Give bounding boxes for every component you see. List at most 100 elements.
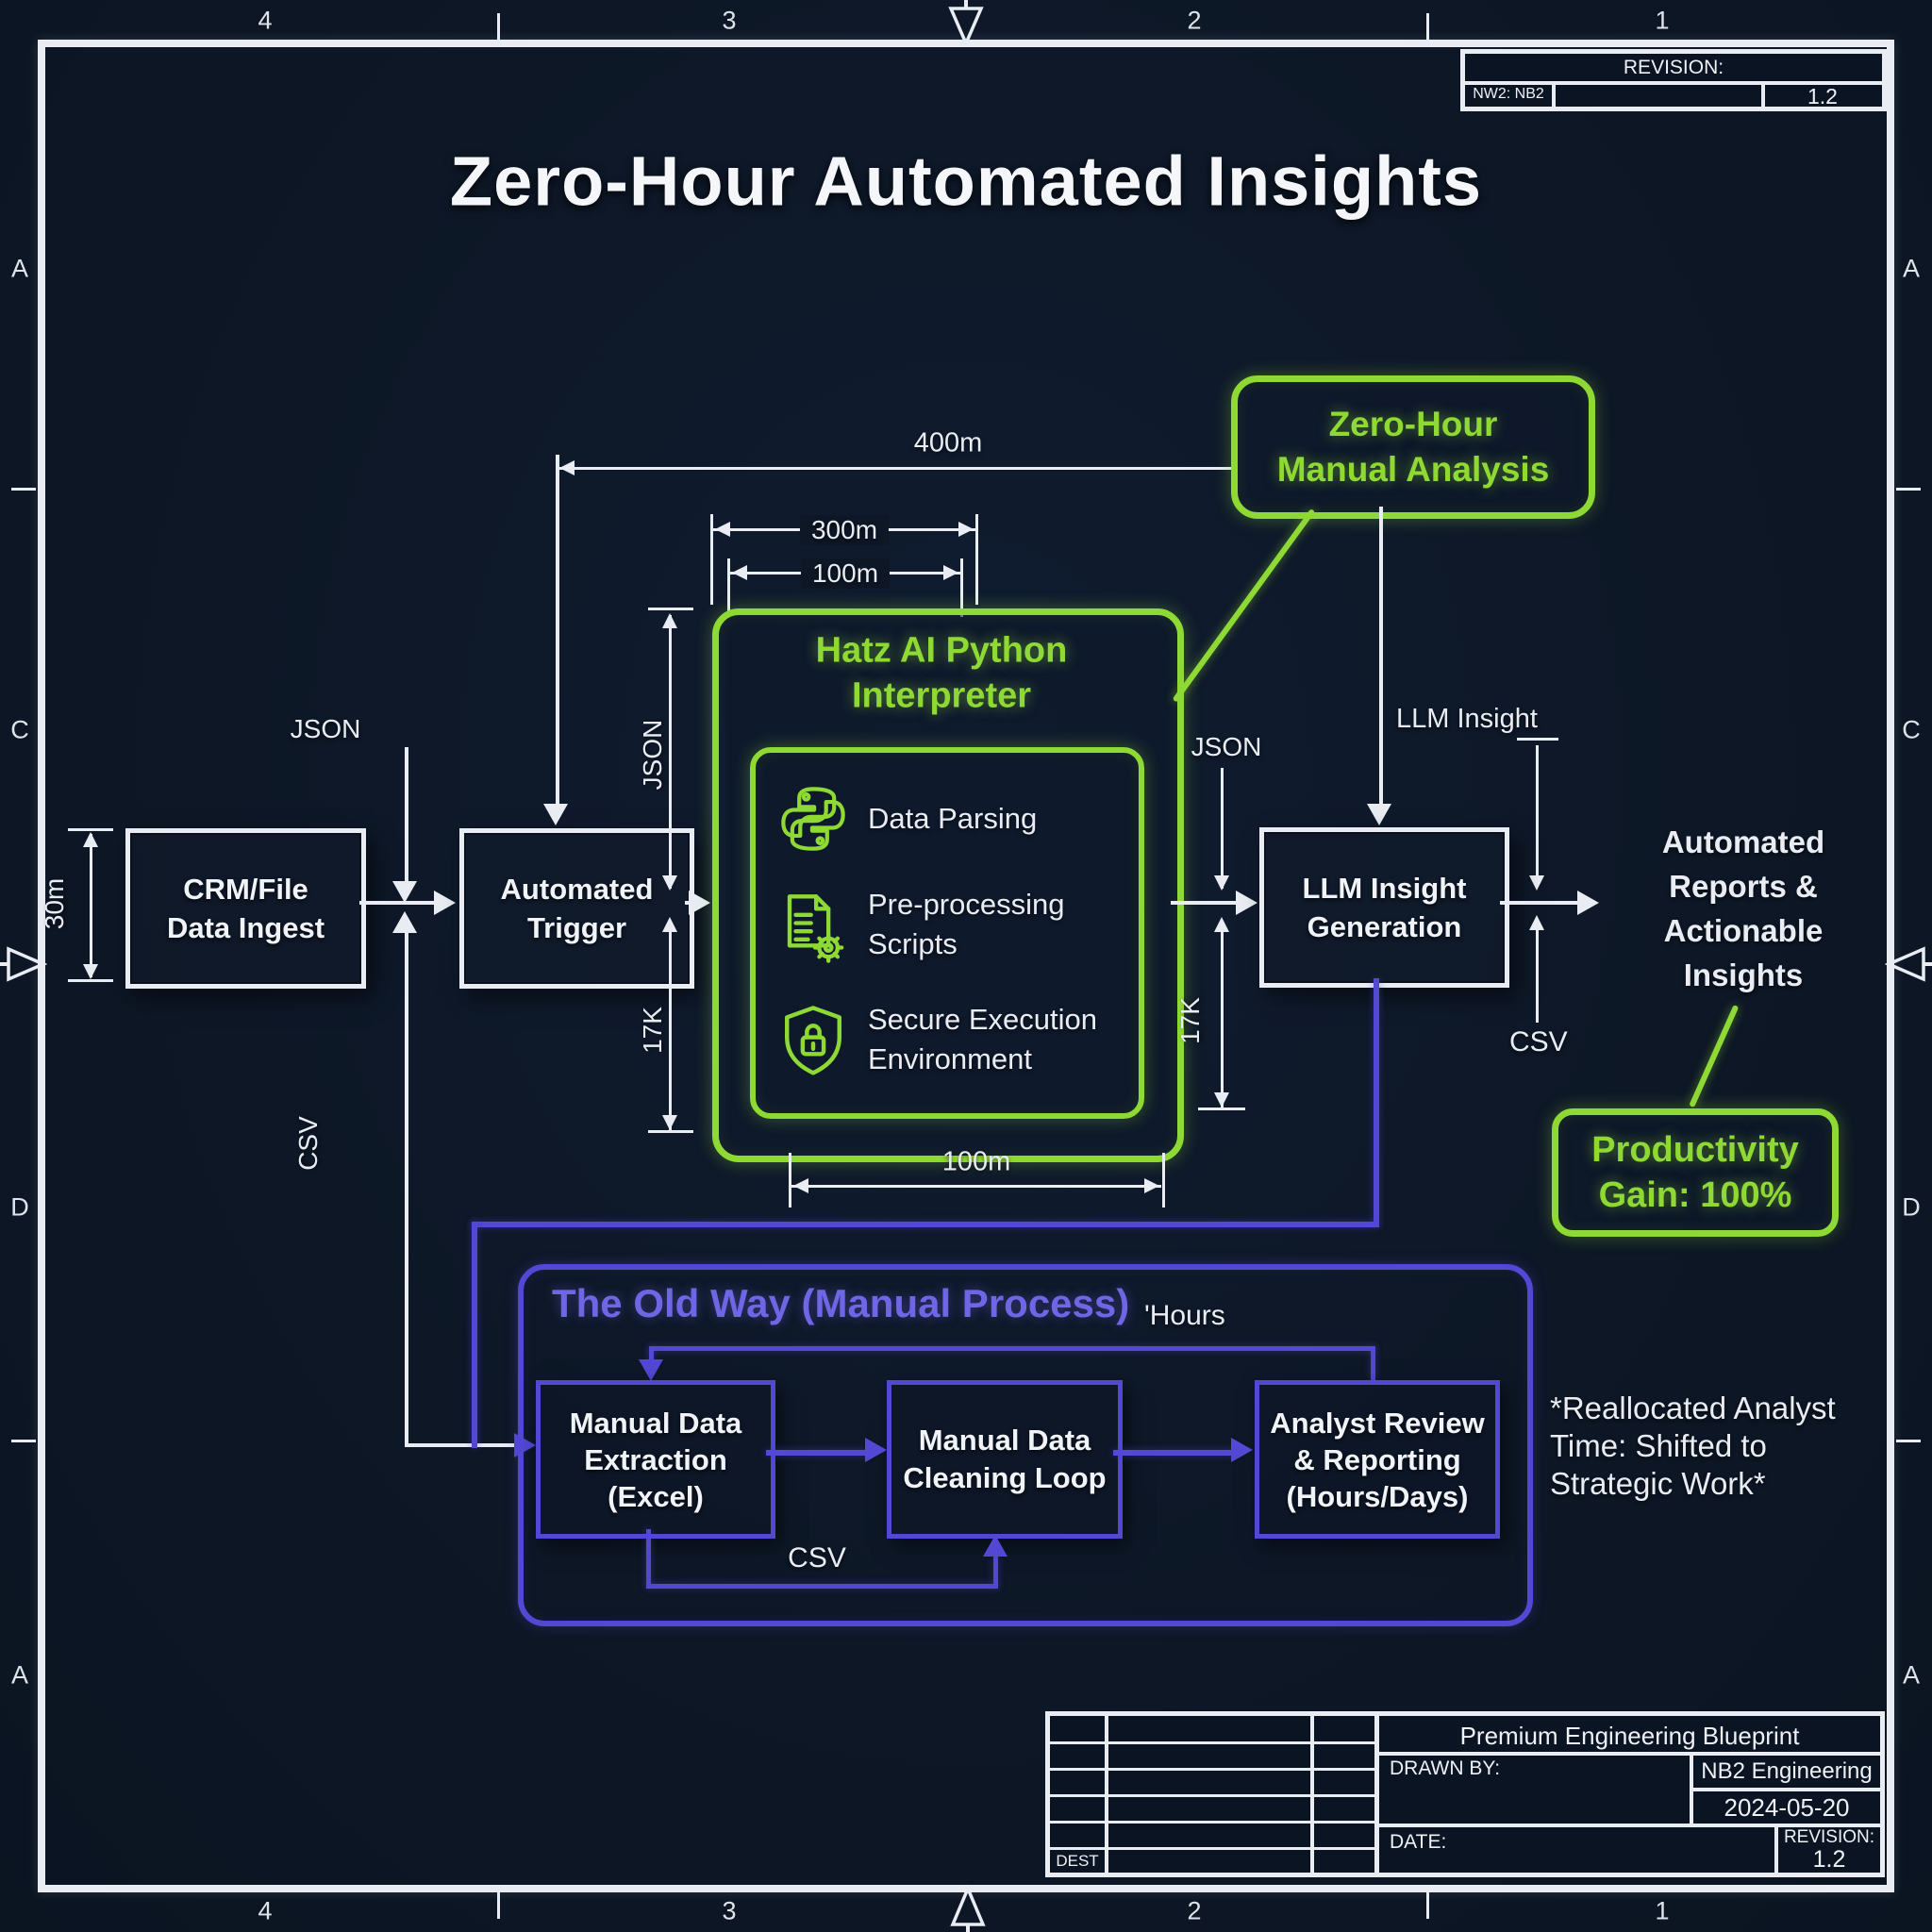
json-trigger-label: JSON: [638, 719, 667, 791]
productivity-line: Gain: 100%: [1598, 1175, 1792, 1215]
zone-letter-left: A: [10, 254, 29, 283]
zone-tick: [1426, 13, 1429, 40]
zone-tick: [1896, 488, 1921, 491]
productivity-gain-callout: Productivity Gain: 100%: [1552, 1108, 1839, 1237]
zone-letter-left: A: [10, 1660, 29, 1690]
zone-number-bottom: 1: [1655, 1896, 1670, 1925]
hours-label: 'Hours: [1144, 1300, 1225, 1331]
feature-label: Pre-processing Scripts: [868, 888, 1065, 960]
arrowhead-purple: [1231, 1438, 1253, 1462]
dest-label: DEST: [1056, 1852, 1099, 1870]
left-center-marker-icon: [0, 946, 48, 982]
oldway-box-line: Manual Data: [918, 1424, 1091, 1457]
top-center-marker-icon: [948, 0, 984, 48]
crm-data-ingest-box: CRM/File Data Ingest: [125, 828, 366, 989]
oldway-box-line: Extraction: [584, 1442, 727, 1476]
csv-loop-label: CSV: [788, 1542, 846, 1574]
zone-number-bottom: 3: [722, 1896, 737, 1925]
reports-line: Automated: [1661, 824, 1825, 859]
reports-line: Reports &: [1669, 869, 1818, 904]
trigger-line: Trigger: [526, 911, 627, 944]
note-line: *Reallocated Analyst: [1550, 1391, 1836, 1425]
old-way-container: [518, 1264, 1533, 1626]
zero-hour-line: Manual Analysis: [1276, 450, 1550, 489]
zone-number-bottom: 4: [258, 1896, 273, 1925]
arrowhead: [689, 891, 710, 915]
feature-label: Secure Execution Environment: [868, 1003, 1097, 1075]
revision-value: 1.2: [1807, 84, 1838, 108]
zone-number-top: 3: [722, 6, 737, 35]
csv-out-label: CSV: [1509, 1026, 1568, 1058]
note-line: Strategic Work*: [1550, 1466, 1766, 1501]
zone-letter-right: D: [1902, 1192, 1921, 1222]
k17-right-label: 17K: [1175, 997, 1205, 1044]
arrowhead: [1367, 804, 1391, 825]
oldway-box-line: Analyst Review: [1270, 1406, 1485, 1440]
connector-llm-reports: [1500, 901, 1579, 905]
dim-30m-label: 30m: [40, 877, 69, 930]
productivity-line: Productivity: [1591, 1130, 1799, 1170]
note-line: Time: Shifted to: [1550, 1428, 1767, 1463]
oldway-box-line: & Reporting: [1293, 1442, 1461, 1476]
drawn-by-value: NB2 Engineering: [1701, 1758, 1873, 1784]
feature-label: Data Parsing: [868, 802, 1038, 835]
crm-line: Data Ingest: [166, 911, 325, 944]
arrowhead: [1236, 891, 1257, 915]
zone-tick: [1896, 1440, 1921, 1442]
oldway-box-line: Manual Data: [569, 1406, 742, 1440]
right-center-marker-icon: [1884, 946, 1932, 982]
json-llm-label: JSON: [1191, 732, 1262, 761]
arrowhead: [1577, 891, 1599, 915]
zone-tick: [11, 488, 36, 491]
date-label: DATE:: [1390, 1831, 1447, 1853]
title-block: DEST Premium Engineering Blueprint DRAWN…: [1045, 1711, 1885, 1877]
revision-stamp: REVISION: NW2: NB2 1.2: [1460, 49, 1887, 111]
dim-300m-label: 300m: [799, 515, 890, 545]
zone-letter-left: D: [10, 1192, 29, 1222]
connector-extract-clean: [766, 1450, 868, 1456]
llm-line: Generation: [1307, 910, 1462, 943]
hatz-title-line: Hatz AI Python: [815, 630, 1068, 671]
llm-insight-generation-box: LLM Insight Generation: [1259, 827, 1509, 988]
reports-line: Insights: [1683, 958, 1804, 992]
zone-number-top: 2: [1187, 6, 1202, 35]
zone-letter-right: A: [1902, 254, 1921, 283]
llm-line: LLM Insight: [1302, 872, 1467, 905]
feedback-400m-line: [556, 455, 559, 806]
python-icon: [781, 787, 845, 851]
dim-100m-top-label: 100m: [800, 558, 891, 589]
shield-lock-icon: [785, 1006, 841, 1075]
bottom-center-marker-icon: [950, 1884, 986, 1932]
zone-number-bottom: 2: [1187, 1896, 1202, 1925]
zone-tick: [497, 13, 500, 40]
date-value: 2024-05-20: [1724, 1793, 1850, 1822]
zone-letter-right: C: [1902, 715, 1921, 744]
manual-extraction-box: Manual Data Extraction (Excel): [536, 1380, 775, 1539]
csv-ingest-label: CSV: [293, 1116, 323, 1171]
revision-number: NW2: NB2: [1473, 86, 1544, 102]
zero-hour-drop-line: [1379, 507, 1383, 807]
dim-100m-bottom-label: 100m: [941, 1146, 1011, 1177]
tb-revision-value: 1.2: [1812, 1846, 1846, 1873]
json-ingest-label: JSON: [290, 714, 361, 743]
drawn-by-label: DRAWN BY:: [1390, 1757, 1501, 1779]
hatz-title-line: Interpreter: [851, 675, 1032, 716]
title-block-name: Premium Engineering Blueprint: [1459, 1722, 1800, 1750]
arrowhead: [543, 804, 568, 825]
llm-insight-label: LLM Insight: [1396, 704, 1538, 734]
arrowhead-purple: [865, 1438, 887, 1462]
dim-400m-label: 400m: [913, 427, 983, 458]
analyst-review-box: Analyst Review & Reporting (Hours/Days): [1255, 1380, 1500, 1539]
document-gear-icon: [787, 894, 844, 963]
zone-tick: [11, 1440, 36, 1442]
tb-revision-label: REVISION:: [1783, 1827, 1875, 1847]
arrowhead: [434, 891, 456, 915]
old-way-title: The Old Way (Manual Process): [552, 1281, 1130, 1325]
crm-line: CRM/File: [183, 873, 308, 906]
zero-hour-line: Zero-Hour: [1328, 405, 1498, 443]
connector-clean-review: [1113, 1450, 1234, 1456]
oldway-box-line: (Hours/Days): [1286, 1479, 1469, 1513]
k17-left-label: 17K: [638, 1007, 667, 1054]
reports-line: Actionable: [1663, 913, 1824, 948]
